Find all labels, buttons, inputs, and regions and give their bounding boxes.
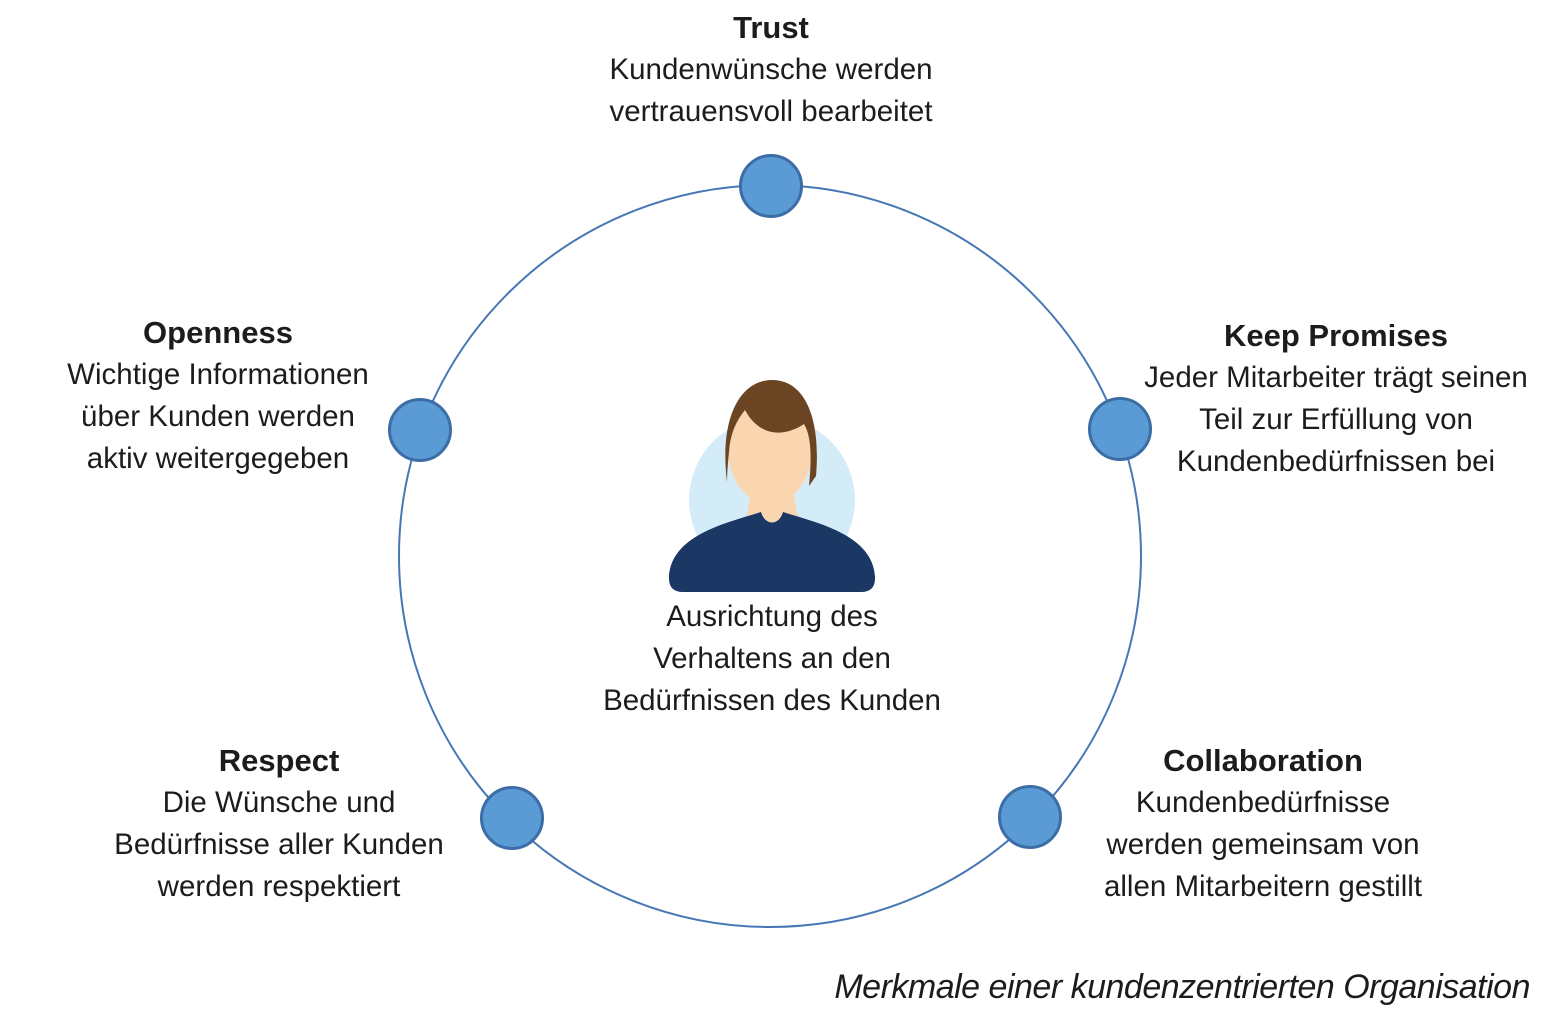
label-trust: Trust Kundenwünsche werden vertrauensvol… bbox=[521, 7, 1021, 133]
node-description-keep-promises: Jeder Mitarbeiter trägt seinen Teil zur … bbox=[1144, 361, 1528, 478]
node-dot-keep-promises bbox=[1088, 397, 1152, 461]
node-description-trust: Kundenwünsche werden vertrauensvoll bear… bbox=[609, 53, 933, 128]
label-keep-promises: Keep Promises Jeder Mitarbeiter trägt se… bbox=[1103, 315, 1554, 483]
label-respect: Respect Die Wünsche und Bedürfnisse alle… bbox=[79, 740, 479, 908]
footer-caption: Merkmale einer kundenzentrierten Organis… bbox=[834, 968, 1530, 1006]
center-caption: Ausrichtung des Verhaltens an den Bedürf… bbox=[603, 600, 941, 717]
node-dot-collaboration bbox=[998, 785, 1062, 849]
node-title-respect: Respect bbox=[218, 743, 340, 778]
node-description-collaboration: Kundenbedürfnisse werden gemeinsam von a… bbox=[1103, 786, 1423, 903]
node-title-keep-promises: Keep Promises bbox=[1224, 318, 1448, 353]
label-collaboration: Collaboration Kundenbedürfnisse werden g… bbox=[1046, 740, 1480, 908]
node-dot-respect bbox=[480, 786, 544, 850]
label-openness: Openness Wichtige Informationen über Kun… bbox=[18, 312, 418, 480]
node-title-collaboration: Collaboration bbox=[1163, 743, 1363, 778]
node-dot-openness bbox=[388, 398, 452, 462]
node-dot-trust bbox=[739, 154, 803, 218]
node-title-trust: Trust bbox=[733, 10, 809, 45]
node-title-openness: Openness bbox=[143, 315, 293, 350]
node-description-respect: Die Wünsche und Bedürfnisse aller Kunden… bbox=[114, 786, 444, 903]
person-avatar-icon bbox=[668, 380, 876, 592]
node-description-openness: Wichtige Informationen über Kunden werde… bbox=[67, 358, 369, 475]
